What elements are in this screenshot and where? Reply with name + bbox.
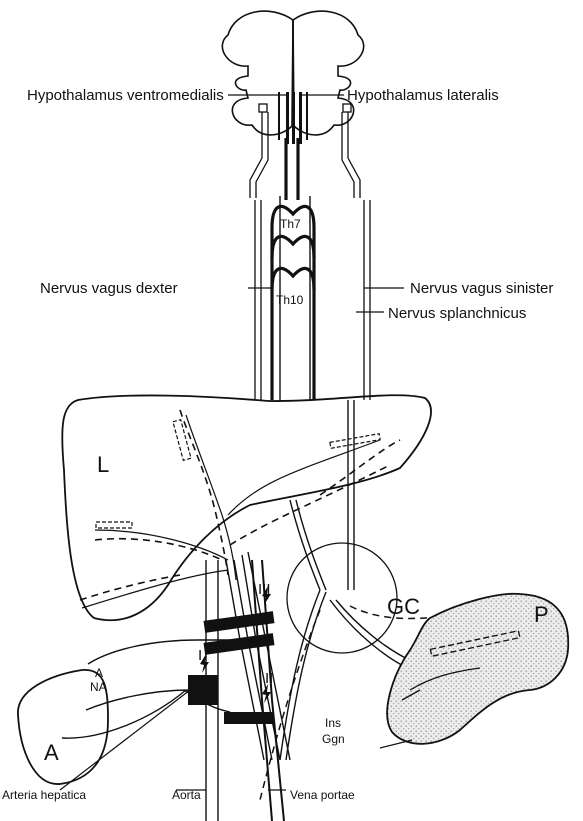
- ins-label: Ins: [325, 716, 341, 730]
- hepatic-hilus-bundle: [206, 552, 290, 821]
- vena-portae-label: Vena portae: [290, 788, 355, 802]
- hypothalamus-ventromedialis-label: Hypothalamus ventromedialis: [27, 87, 224, 104]
- ggn-label: Ggn: [322, 732, 345, 746]
- site-label-III: III: [258, 581, 271, 598]
- arteria-hepatica-label: Arteria hepatica: [2, 788, 86, 802]
- liver-label: L: [97, 452, 109, 477]
- thoracic-segments: [272, 138, 314, 400]
- nervus-vagus-dexter-label: Nervus vagus dexter: [40, 280, 178, 297]
- noradrenaline-label: NA: [90, 680, 107, 694]
- adrenaline-label: A: [95, 666, 103, 680]
- nervus-splanchnicus-label: Nervus splanchnicus: [388, 305, 526, 322]
- label-leaders: [60, 95, 412, 790]
- intrahepatic-vessels: [82, 415, 380, 608]
- adrenal-label: A: [44, 740, 59, 765]
- hypothalamic-tracts: [278, 92, 308, 144]
- site-label-I: I: [198, 647, 202, 664]
- site-label-II: II: [265, 670, 273, 687]
- th10-label: Th10: [276, 293, 304, 307]
- ganglion-coeliacum-label: GC: [387, 594, 420, 619]
- pancreas-label: P: [534, 602, 549, 627]
- hypothalamus-lateralis-label: Hypothalamus lateralis: [347, 87, 499, 104]
- nervus-vagus-sinister-label: Nervus vagus sinister: [410, 280, 553, 297]
- th7-label: Th7: [280, 217, 301, 231]
- intrahepatic-nerve-branches: [80, 410, 400, 600]
- aorta-label: Aorta: [172, 788, 201, 802]
